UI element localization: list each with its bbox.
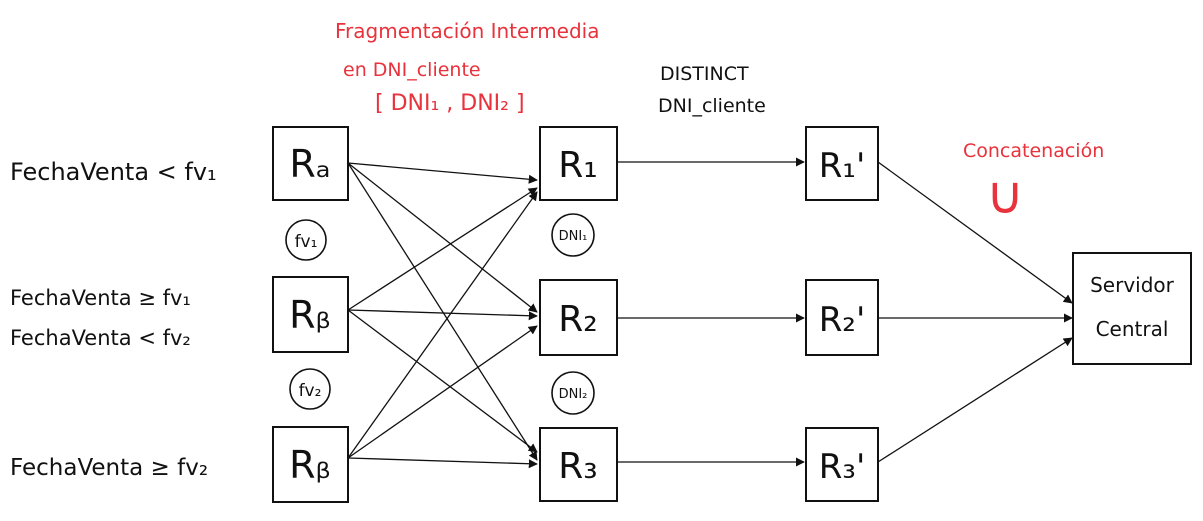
node-r1-prime-label: R₁' (819, 146, 866, 186)
fragmentation-title: Fragmentación Intermedia (335, 19, 600, 43)
split-point-fv2-label: fv₂ (299, 381, 322, 401)
fragmentation-range: [ DNI₁ , DNI₂ ] (375, 91, 525, 116)
condition-fragment-b2: FechaVenta ≥ fv₂ (10, 455, 208, 481)
node-r3: R₃ (539, 427, 618, 502)
distinct-label: DISTINCT (660, 63, 749, 85)
edges-middle-to-right (617, 157, 805, 467)
node-r2-prime-label: R₂' (819, 300, 866, 340)
node-ra-label: Rₐ (289, 142, 330, 186)
node-rb2: Rᵦ (272, 426, 349, 503)
node-r2: R₂ (539, 279, 618, 356)
server-label-line2: Central (1096, 317, 1169, 341)
condition-fragment-a: FechaVenta < fv₁ (10, 158, 217, 186)
edge-rb1-r2 (347, 309, 538, 321)
node-r2-label: R₂ (558, 299, 597, 340)
union-symbol: ∪ (986, 166, 1024, 226)
split-point-dni1: DNI₁ (551, 213, 595, 257)
edge-r3p-server (877, 337, 1073, 463)
edge-rb2-r1 (347, 191, 538, 459)
node-r3-prime-label: R₃' (819, 447, 866, 487)
edge-ra-r3 (347, 162, 538, 461)
node-r1: R₁ (539, 126, 618, 201)
node-r1-prime: R₁' (805, 126, 879, 201)
split-point-fv1: fv₁ (285, 219, 327, 261)
concatenation-label: Concatenación (963, 140, 1104, 162)
edge-ra-r2 (347, 162, 538, 313)
edge-rb1-r1 (347, 187, 538, 311)
split-point-fv2: fv₂ (289, 368, 331, 410)
edges-right-to-server (877, 161, 1073, 463)
condition-fragment-b1-lower: FechaVenta ≥ fv₁ (10, 286, 191, 310)
split-point-dni2-label: DNI₂ (559, 387, 588, 402)
node-rb2-label: Rᵦ (289, 443, 331, 487)
condition-fragment-b1-upper: FechaVenta < fv₂ (10, 326, 191, 350)
edge-r1p-server (877, 161, 1073, 304)
node-r3-label: R₃ (558, 446, 597, 487)
edges-left-to-middle (347, 162, 538, 469)
node-ra: Rₐ (272, 126, 349, 201)
server-central: Servidor Central (1072, 252, 1192, 365)
edge-rb2-r2 (347, 325, 538, 459)
edge-rb2-r3 (347, 457, 538, 469)
split-point-dni1-label: DNI₁ (559, 229, 588, 244)
distinct-attribute: DNI_cliente (658, 95, 766, 117)
node-rb1: Rᵦ (272, 276, 349, 353)
split-point-fv1-label: fv₁ (295, 232, 318, 252)
server-label-line1: Servidor (1090, 273, 1175, 297)
edge-rb1-r3 (347, 309, 538, 453)
fragmentation-attribute: en DNI_cliente (343, 59, 481, 81)
node-rb1-label: Rᵦ (289, 293, 331, 337)
split-point-dni2: DNI₂ (551, 371, 595, 415)
edge-ra-r1 (347, 162, 538, 184)
node-r1-label: R₁ (558, 145, 597, 186)
node-r2-prime: R₂' (805, 279, 879, 356)
node-r3-prime: R₃' (805, 427, 879, 502)
